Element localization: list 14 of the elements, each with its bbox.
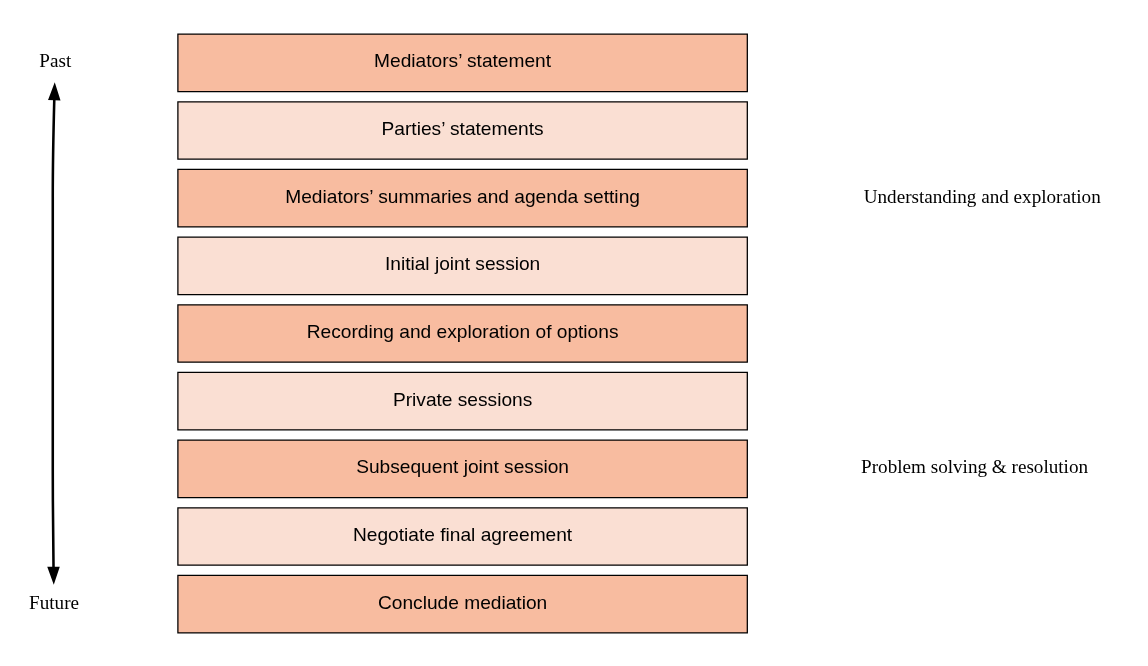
arrow <box>47 81 61 585</box>
node-text: Past <box>39 49 72 71</box>
node-box: Recording and exploration of options <box>177 303 748 363</box>
node-box: Private sessions <box>177 371 748 431</box>
node-box: Conclude mediation <box>177 574 748 634</box>
node-box: Initial joint session <box>177 235 748 295</box>
node-box: Subsequent joint session <box>177 438 748 498</box>
node-box: Mediators’ statement <box>177 32 748 92</box>
node-box: Negotiate final agreement <box>177 506 748 566</box>
label: Problem solving & resolution <box>861 455 1089 477</box>
node-box: Parties’ statements <box>177 100 748 160</box>
label: Understanding and exploration <box>863 185 1101 207</box>
node-box: Mediators’ summaries and agenda setting <box>177 168 748 228</box>
node-text: Future <box>29 591 80 613</box>
